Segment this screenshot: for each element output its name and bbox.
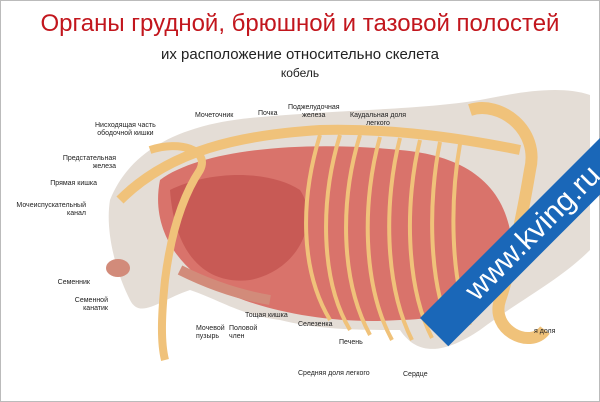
poster-subtitle: их расположение относительно скелета: [160, 46, 440, 63]
label-liver: Печень: [339, 339, 363, 346]
label-rectum: Прямая кишка: [50, 180, 97, 187]
label-prostate: Предстательная железа: [62, 155, 116, 170]
penis: [177, 265, 271, 305]
label-penis: Половой член: [229, 325, 258, 340]
pelvis-femur: [148, 142, 206, 361]
label-caudal-lung-lobe: Каудальная доля легкого: [350, 112, 407, 127]
testis: [106, 259, 130, 277]
spine: [116, 124, 521, 204]
label-testis: Семенник: [57, 279, 90, 286]
label-jejunum: Тощая кишка: [245, 312, 288, 319]
label-bladder: Мочевой пузырь: [196, 325, 225, 340]
label-descending-colon: Нисходящая часть ободочной кишки: [95, 122, 156, 137]
label-urethra: Мочеиспускательный канал: [16, 202, 86, 217]
poster-subject: кобель: [280, 66, 320, 80]
label-spleen: Селезенка: [298, 321, 333, 328]
label-pancreas: Поджелудочная железа: [288, 104, 340, 119]
label-heart: Сердце: [403, 371, 428, 378]
label-cranial-lung-lobe-partial: я доля: [534, 328, 556, 335]
label-ureter: Мочеточник: [195, 112, 234, 119]
label-middle-lung-lobe: Средняя доля легкого: [298, 370, 370, 377]
label-spermatic-cord: Семенной канатик: [74, 297, 108, 312]
label-kidney: Почка: [258, 110, 278, 117]
intestine-mass: [170, 175, 308, 281]
poster-title: Органы грудной, брюшной и тазовой полост…: [40, 10, 560, 37]
